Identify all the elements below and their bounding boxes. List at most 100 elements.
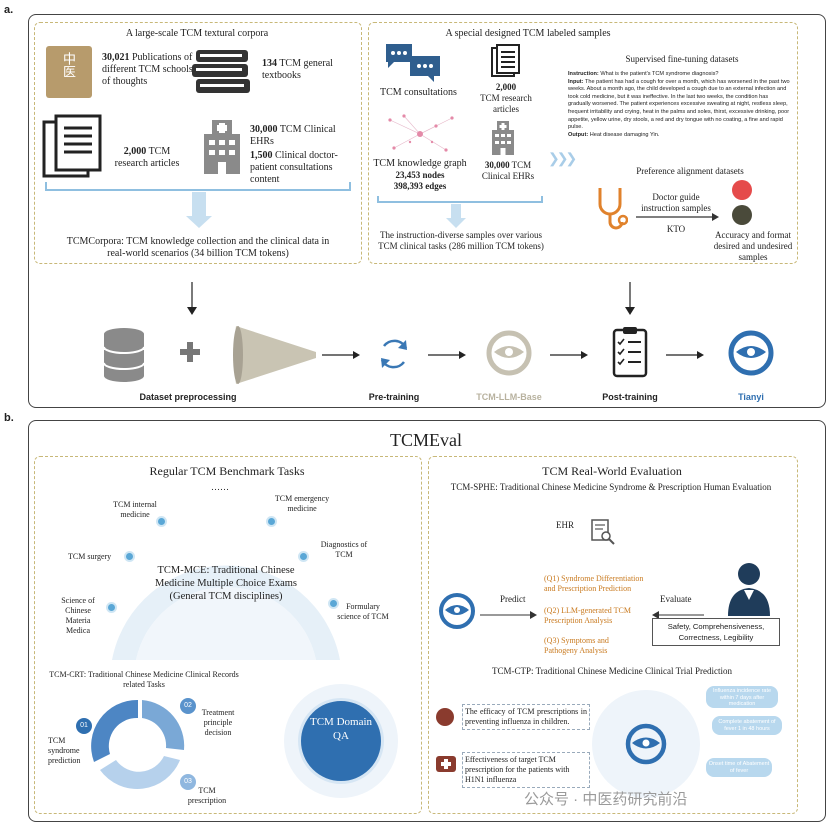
corpora-summary: TCMCorpora: TCM knowledge collection and… (66, 236, 330, 259)
crt-cycle (91, 699, 185, 790)
benchmark-box (34, 456, 422, 814)
sad-face-icon (732, 205, 752, 225)
arc-item-diagnostics: Diagnostics of TCM (320, 540, 368, 559)
tcmeval-title: TCMEval (390, 430, 462, 450)
funnel-icon (233, 326, 316, 384)
stethoscope-icon (598, 188, 628, 230)
pretraining-label: Pre-training (368, 392, 420, 402)
panel-b-frame (28, 420, 826, 822)
labeled-summary: The instruction-diverse samples over var… (378, 230, 544, 251)
crt-badge-01: 01 (76, 718, 92, 734)
panel-a-frame (28, 14, 826, 408)
arrow-to-base (428, 351, 466, 359)
base-model-logo-icon (486, 330, 532, 376)
trial-2-text: Effectiveness of target TCM prescription… (462, 752, 590, 788)
articles-icon (42, 114, 102, 178)
kg-edges: 398,393 edges (393, 181, 447, 191)
arc-dot-surgery (124, 551, 135, 562)
benchmark-arc (112, 565, 340, 660)
panel-b-label: b. (4, 412, 14, 424)
angry-face-icon (732, 180, 752, 200)
kto-label: KTO (666, 224, 686, 234)
labeled-samples-title: A special designed TCM labeled samples (445, 28, 611, 39)
tianyi-logo-icon (728, 330, 774, 376)
base-model-label: TCM-LLM-Base (476, 392, 542, 402)
crt-badge-02: 02 (180, 698, 196, 714)
ctp-text: TCM-CTP: Traditional Chinese Medicine Cl… (492, 666, 732, 676)
right-bracket-arrow (377, 196, 543, 228)
right-hospital-icon (492, 121, 514, 155)
right-pipeline-arrow (625, 282, 635, 315)
left-ehr-text: 30,000 TCM Clinical EHRs (250, 124, 336, 147)
labeled-samples-box (368, 22, 798, 264)
doctor-guide-text: Doctor guide instruction samples (641, 192, 711, 213)
corpora-box (34, 22, 362, 264)
book-glyph: 中医 (61, 52, 76, 78)
child-face-icon (436, 708, 454, 726)
medical-kit-icon (436, 756, 456, 772)
kto-arrow (636, 213, 719, 221)
evaluate-arrow (652, 611, 704, 619)
ctp-tianyi-logo-icon (625, 723, 667, 765)
corpora-title: A large-scale TCM textural corpora (125, 28, 269, 39)
database-icon (103, 328, 145, 382)
q1-text: (Q1) Syndrome Differentiation and Prescr… (544, 574, 644, 593)
outcome-2-box: Complete abatement of fever 1 in 48 hour… (712, 716, 782, 735)
predict-arrow (480, 611, 537, 619)
arc-item-internal: TCM internal medicine (113, 500, 157, 519)
evaluate-label: Evaluate (660, 594, 692, 604)
benchmark-title: Regular TCM Benchmark Tasks (149, 464, 305, 478)
sft-title: Supervised fine-tuning datasets (625, 54, 739, 64)
chinese-book-icon: 中医 (46, 46, 92, 98)
crt-item-treatment: Treatment principle decision (201, 708, 235, 737)
q2-text: (Q2) LLM-generated TCM Prescription Anal… (544, 606, 631, 625)
left-bracket-arrow (45, 182, 351, 228)
arrow-to-post (550, 351, 588, 359)
chevron-right-icon: ❯❯❯ (548, 150, 577, 166)
realworld-box (428, 456, 798, 814)
publications-text: 30,021 Publications of different TCM sch… (102, 52, 193, 87)
realworld-title: TCM Real-World Evaluation (542, 464, 682, 478)
accuracy-text: Accuracy and format desired and undesire… (713, 230, 793, 262)
ehr-label: EHR (556, 520, 574, 530)
checklist-icon (612, 327, 648, 378)
watermark: 公众号 · 中医药研究前沿 (524, 791, 688, 808)
crt-item-syndrome: TCM syndrome prediction (48, 736, 81, 765)
tianyi-label: Tianyi (738, 392, 764, 402)
crt-title: TCM-CRT: Traditional Chinese Medicine Cl… (49, 670, 239, 689)
document-search-icon (591, 519, 615, 545)
pref-title: Preference alignment datasets (636, 166, 744, 176)
arrow-to-pretrain (322, 351, 360, 359)
left-articles-text: 2,000 TCM research articles (114, 146, 180, 169)
outcome-3-box: Onset time of Abatement of fever (706, 758, 772, 777)
sphe-tianyi-logo-icon (439, 593, 475, 629)
doctor-icon (728, 563, 770, 616)
plus-icon (180, 342, 200, 362)
arc-dot-emergency (266, 516, 277, 527)
arc-ellipsis: …… (211, 482, 229, 492)
trial-1-text: The efficacy of TCM prescriptions in pre… (462, 704, 590, 730)
arc-item-formulary: Formulary science of TCM (337, 602, 389, 621)
arc-dot-diagnostics (298, 551, 309, 562)
sft-example: Instruction: What is the patient's TCM s… (568, 71, 790, 138)
consultations-label: TCM consultations (380, 87, 457, 98)
predict-label: Predict (500, 594, 526, 604)
arc-dot-internal (156, 516, 167, 527)
knowledge-graph-icon (388, 114, 454, 152)
textbooks-icon (192, 50, 250, 93)
dataset-preprocessing-label: Dataset preprocessing (139, 392, 237, 402)
refresh-cycle-icon (380, 339, 408, 369)
q3-text: (Q3) Symptoms and Pathogeny Analysis (544, 636, 609, 655)
kg-title: TCM knowledge graph (373, 158, 467, 169)
arc-item-emergency: TCM emergency medicine (274, 494, 330, 513)
posttraining-label: Post-training (602, 392, 658, 402)
textbooks-text: 134 TCM general textbooks (262, 58, 333, 81)
kg-nodes: 23,453 nodes (395, 170, 445, 180)
criteria-box: Safety, Comprehensiveness, Correctness, … (652, 618, 780, 646)
left-pipeline-arrow (187, 282, 197, 315)
consultations-text: 1,500 Clinical doctor-patient consultati… (250, 150, 338, 185)
right-ehr-text: 30,000 TCM Clinical EHRs (481, 160, 535, 181)
arc-item-materia: Science of Chinese Materia Medica (61, 596, 95, 635)
crt-item-prescription: TCM prescription (187, 786, 227, 805)
